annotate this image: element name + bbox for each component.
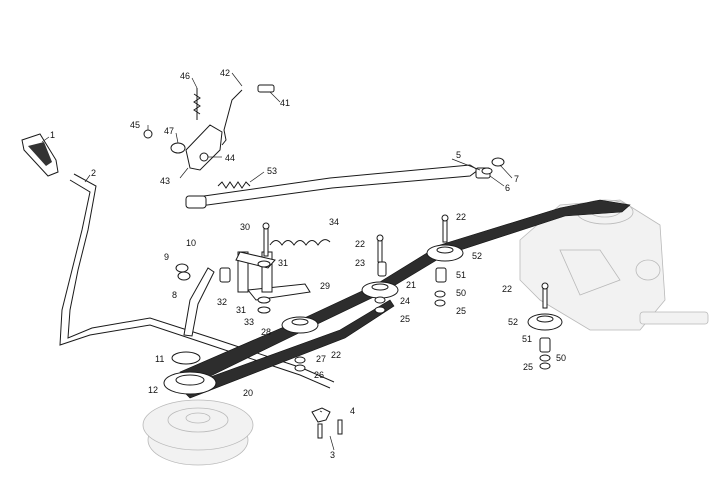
pulley-21 [361, 281, 399, 299]
callout-11: 11 [155, 354, 164, 364]
callout-25-a: 25 [400, 314, 410, 324]
callout-31-b: 31 [236, 305, 246, 315]
callout-51-b: 51 [522, 334, 532, 344]
callout-53: 53 [267, 166, 277, 176]
callout-41: 41 [280, 98, 290, 108]
spring-46 [193, 88, 201, 120]
callout-52-a: 52 [472, 251, 482, 261]
callout-27: 27 [316, 354, 326, 364]
callout-50-b: 50 [556, 353, 566, 363]
callout-6: 6 [505, 183, 510, 193]
callout-47: 47 [164, 126, 174, 136]
callout-8: 8 [172, 290, 177, 300]
callout-9: 9 [164, 252, 169, 262]
control-rod-42 [221, 84, 275, 146]
callout-2: 2 [91, 168, 96, 178]
bolts [175, 157, 551, 439]
callout-42: 42 [220, 68, 230, 78]
pulley-52-upper [426, 244, 464, 262]
arm-10 [183, 267, 231, 337]
callout-22-a: 22 [456, 212, 466, 222]
callout-22-c: 22 [502, 284, 512, 294]
callout-26: 26 [314, 370, 324, 380]
callout-23: 23 [355, 258, 365, 268]
callout-29: 29 [320, 281, 330, 291]
callout-33: 33 [244, 317, 254, 327]
callout-52-b: 52 [508, 317, 518, 327]
callout-32: 32 [217, 297, 227, 307]
callout-3: 3 [330, 450, 335, 460]
callout-7: 7 [514, 174, 519, 184]
callout-22-d: 22 [331, 350, 341, 360]
lever-bracket [143, 124, 223, 171]
callout-1: 1 [50, 130, 55, 140]
callout-4: 4 [350, 406, 355, 416]
callout-labels: 1 2 3 4 5 6 7 8 9 10 11 12 20 21 22 22 2… [50, 68, 566, 460]
callout-25-b: 25 [456, 306, 466, 316]
callout-44: 44 [225, 153, 235, 163]
idler-bracket [235, 251, 311, 301]
callout-51-a: 51 [456, 270, 466, 280]
spring-53 [217, 181, 251, 189]
callout-25-c: 25 [523, 362, 533, 372]
callout-10: 10 [186, 238, 196, 248]
callout-28: 28 [261, 327, 271, 337]
callout-30: 30 [240, 222, 250, 232]
callout-50-a: 50 [456, 288, 466, 298]
callout-43: 43 [160, 176, 170, 186]
callout-21: 21 [406, 280, 416, 290]
pulley-12 [163, 371, 217, 395]
callout-24: 24 [400, 296, 410, 306]
pulley-11 [171, 351, 201, 365]
callout-45: 45 [130, 120, 140, 130]
callout-34: 34 [329, 217, 339, 227]
pulley-52-lower [527, 313, 563, 331]
leader-lines [41, 72, 513, 451]
brake-rod [185, 164, 491, 209]
callout-20: 20 [243, 388, 253, 398]
electric-clutch-ghost [142, 399, 254, 466]
callout-12: 12 [148, 385, 158, 395]
callout-5: 5 [456, 150, 461, 160]
transaxle-ghost [519, 199, 709, 331]
pedal-pad [21, 133, 59, 177]
callout-46: 46 [180, 71, 190, 81]
callout-31-a: 31 [278, 258, 288, 268]
spring-34 [269, 239, 331, 246]
callout-22-b: 22 [355, 239, 365, 249]
pulley-28 [281, 316, 319, 334]
